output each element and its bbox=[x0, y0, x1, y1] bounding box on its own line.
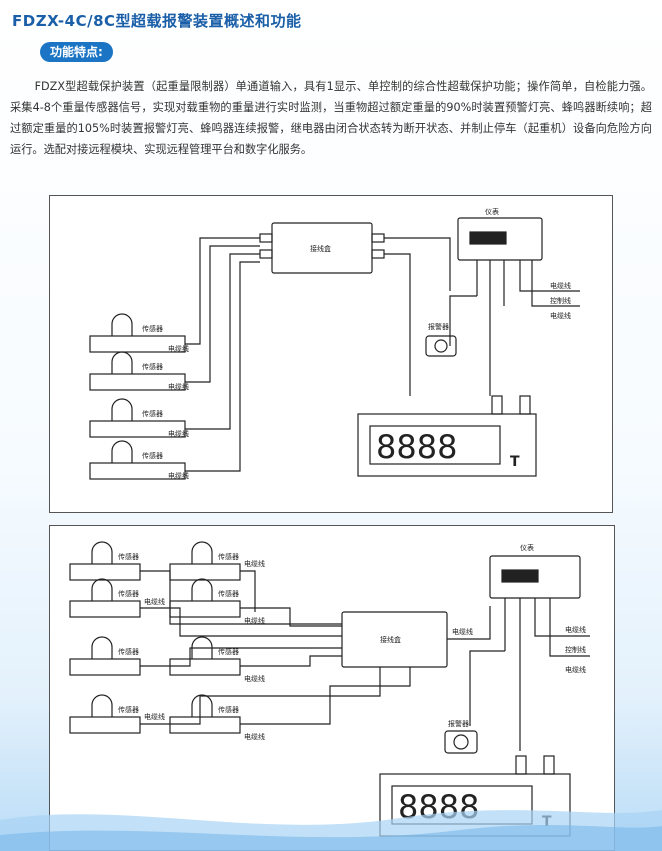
intro-paragraph: FDZX型超载保护装置（起重量限制器）单通道输入，具有1显示、单控制的综合性超载… bbox=[10, 80, 652, 156]
display-connector bbox=[491, 395, 503, 415]
sensor-label: 传感器 bbox=[118, 705, 139, 714]
big-display-unit: T bbox=[510, 454, 520, 470]
instrument-screen bbox=[469, 231, 507, 245]
sensor-body bbox=[69, 563, 141, 581]
junction-port bbox=[371, 249, 385, 259]
alarm-box bbox=[425, 335, 457, 357]
cable-label: 电缆线 bbox=[244, 674, 265, 683]
alarm-speaker-icon bbox=[434, 339, 448, 353]
sensor-label: 传感器 bbox=[142, 362, 163, 371]
sensor-dome bbox=[111, 313, 133, 336]
cable-label: 电缆线 bbox=[550, 281, 571, 290]
alarm-label: 报警器 bbox=[428, 322, 449, 331]
cable-label: 电缆线 bbox=[144, 597, 165, 606]
sensor-body bbox=[169, 600, 241, 618]
junction-box-label: 接线盒 bbox=[380, 635, 401, 644]
sensor-dome bbox=[111, 398, 133, 421]
big-display-digits: 8888 bbox=[376, 428, 457, 466]
display-connector bbox=[515, 755, 527, 775]
instrument-box bbox=[457, 217, 543, 261]
diagram-4-svg: 接线盒 仪表 传感器 传感器 传感器 传感器 电缆线 电缆线 电缆线 电缆线 电… bbox=[89, 207, 580, 480]
sensor-label: 传感器 bbox=[118, 552, 139, 561]
sensor-body bbox=[89, 420, 186, 438]
sensor-body bbox=[89, 462, 186, 480]
cable-label: 电缆线 bbox=[244, 732, 265, 741]
cable-label: 电缆线 bbox=[168, 429, 189, 438]
junction-port bbox=[259, 249, 273, 259]
sensor-dome bbox=[111, 351, 133, 374]
cable-label: 电缆线 bbox=[244, 616, 265, 625]
instrument-screen bbox=[501, 569, 539, 583]
display-connector bbox=[519, 395, 531, 415]
instrument-label: 仪表 bbox=[520, 543, 534, 552]
sensor-dome bbox=[91, 636, 113, 659]
wiring-diagram-8-sensors: 接线盒 仪表 传感器 传感器 传感器 传感器 传感器 传感器 传感器 传感器 电… bbox=[49, 525, 615, 851]
sensor-label: 传感器 bbox=[218, 552, 239, 561]
display-connector bbox=[543, 755, 555, 775]
sensor-dome bbox=[191, 578, 213, 601]
sensor-body bbox=[169, 658, 241, 676]
alarm-box bbox=[444, 730, 478, 754]
alarm-speaker-icon bbox=[453, 734, 469, 750]
cable-label: 电缆线 bbox=[550, 311, 571, 320]
sensor-label: 传感器 bbox=[118, 589, 139, 598]
junction-port bbox=[259, 233, 273, 243]
alarm-label: 报警器 bbox=[448, 719, 469, 728]
cable-label: 电缆线 bbox=[168, 382, 189, 391]
big-display-digits: 8888 bbox=[398, 788, 479, 826]
sensor-body bbox=[169, 563, 241, 581]
wiring-diagram-4-sensors: 接线盒 仪表 传感器 传感器 传感器 传感器 电缆线 电缆线 电缆线 电缆线 电… bbox=[49, 195, 613, 513]
sensor-label: 传感器 bbox=[142, 324, 163, 333]
big-display bbox=[357, 413, 537, 477]
sensor-label: 传感器 bbox=[118, 647, 139, 656]
cable-label: 电缆线 bbox=[244, 559, 265, 568]
sensor-dome bbox=[191, 636, 213, 659]
sensor-label: 传感器 bbox=[142, 409, 163, 418]
sensor-body bbox=[89, 335, 186, 353]
junction-box-label: 接线盒 bbox=[310, 244, 331, 253]
cable-label: 电缆线 bbox=[144, 712, 165, 721]
big-display-screen bbox=[369, 425, 501, 465]
junction-box bbox=[271, 222, 373, 274]
page-title: FDZX-4C/8C型超载报警装置概述和功能 bbox=[12, 12, 302, 30]
sensor-label: 传感器 bbox=[218, 589, 239, 598]
diagram-8-svg: 接线盒 仪表 传感器 传感器 传感器 传感器 传感器 传感器 传感器 传感器 电… bbox=[69, 541, 590, 837]
sensor-body bbox=[69, 600, 141, 618]
cable-label: 电缆线 bbox=[565, 665, 586, 674]
sensor-label: 传感器 bbox=[142, 451, 163, 460]
sensor-dome bbox=[191, 694, 213, 717]
cable-label: 电缆线 bbox=[565, 625, 586, 634]
sensor-label: 传感器 bbox=[218, 647, 239, 656]
big-display-unit: T bbox=[542, 814, 552, 830]
control-line-label: 控制线 bbox=[565, 645, 586, 654]
cable-label: 电缆线 bbox=[452, 627, 473, 636]
sensor-body bbox=[69, 716, 141, 734]
cable-label: 电缆线 bbox=[168, 344, 189, 353]
sensor-dome bbox=[111, 440, 133, 463]
section-badge: 功能特点: bbox=[40, 42, 113, 62]
control-line-label: 控制线 bbox=[550, 296, 571, 305]
instrument-label: 仪表 bbox=[485, 207, 499, 216]
sensor-dome bbox=[191, 541, 213, 564]
junction-port bbox=[371, 233, 385, 243]
sensor-body bbox=[69, 658, 141, 676]
sensor-label: 传感器 bbox=[218, 705, 239, 714]
cable-label: 电缆线 bbox=[168, 471, 189, 480]
sensor-body bbox=[169, 716, 241, 734]
sensor-dome bbox=[91, 578, 113, 601]
sensor-dome bbox=[91, 694, 113, 717]
sensor-dome bbox=[91, 541, 113, 564]
sensor-body bbox=[89, 373, 186, 391]
